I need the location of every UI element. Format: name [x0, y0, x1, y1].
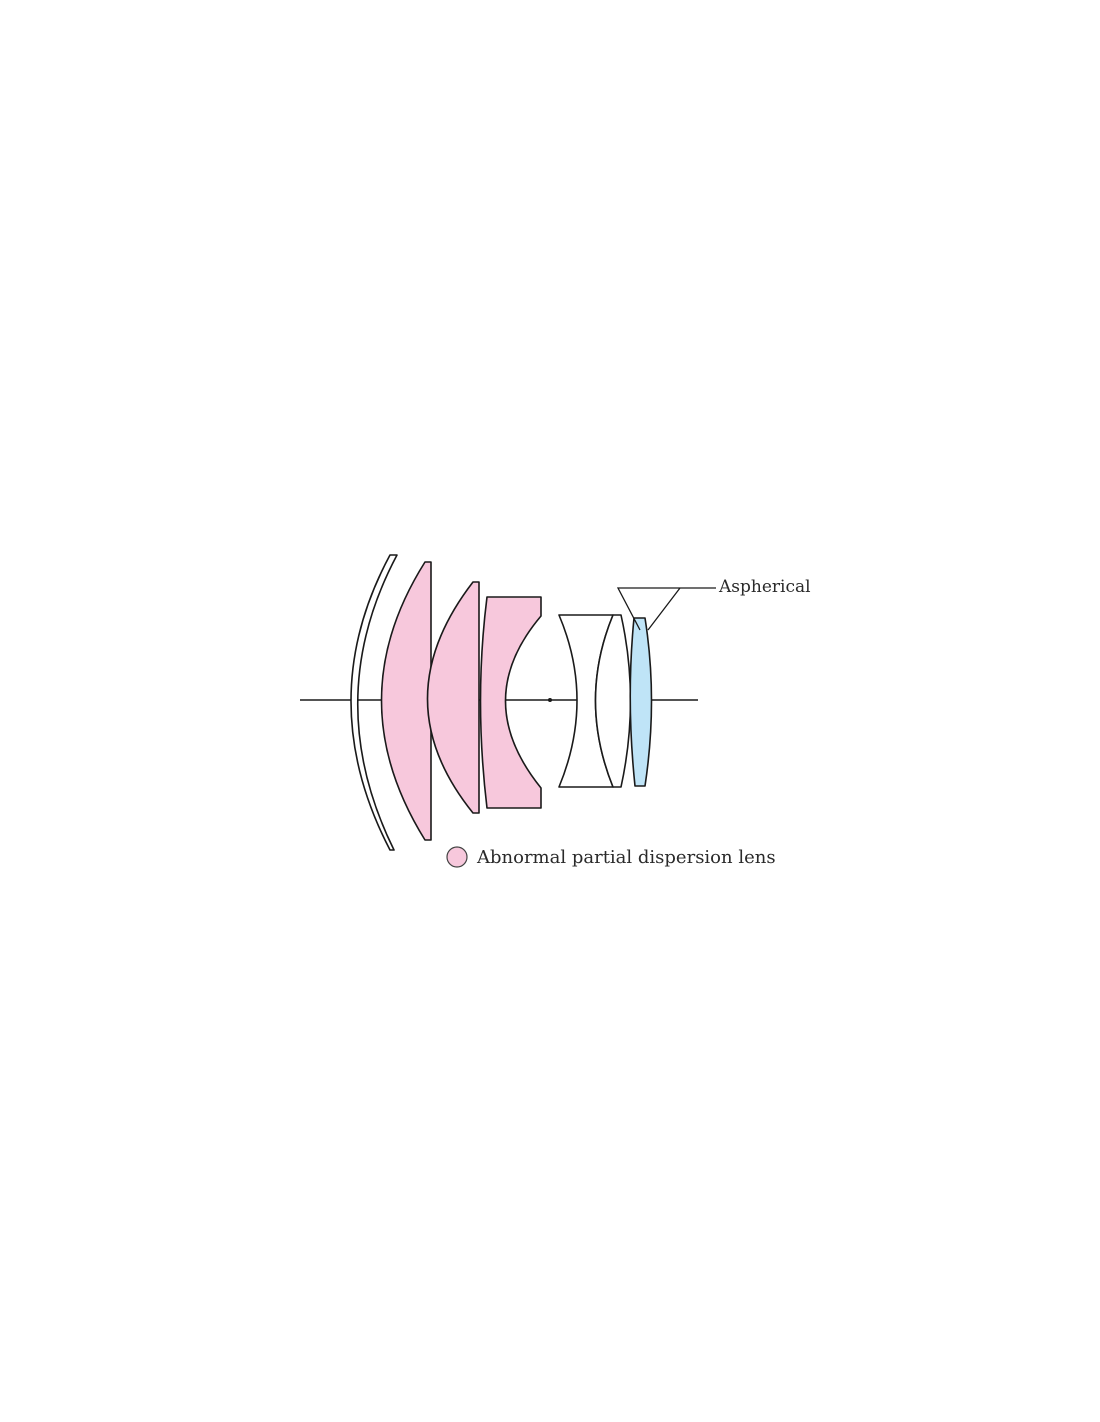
aspherical-label: Aspherical — [718, 577, 811, 597]
concave-lens — [479, 596, 542, 809]
second-meniscus-lens — [380, 561, 432, 841]
front-meniscus-lens — [350, 554, 398, 851]
aspherical-leader-lines — [616, 587, 716, 631]
legend-label: Abnormal partial dispersion lens — [476, 847, 776, 868]
legend-swatch — [446, 846, 468, 868]
biconvex-lens — [594, 614, 632, 788]
axis-marker-dot — [548, 698, 552, 702]
third-meniscus-lens — [426, 581, 480, 814]
aspherical-lens — [629, 617, 653, 787]
